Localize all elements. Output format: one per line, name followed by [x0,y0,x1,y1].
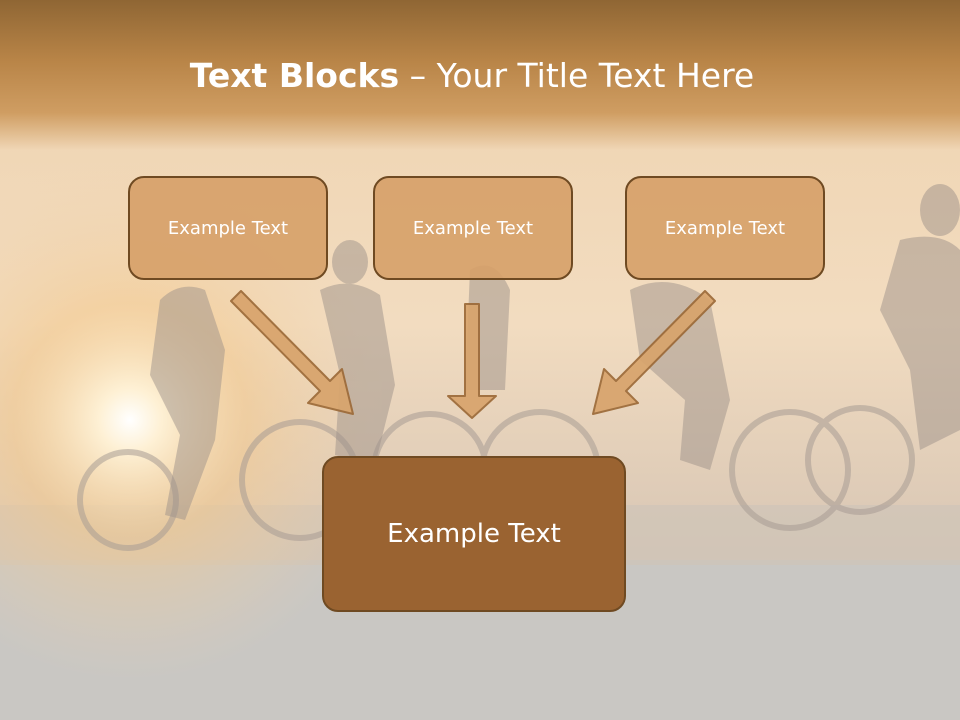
text-box-bottom-label: Example Text [387,519,561,549]
text-box-right[interactable]: Example Text [625,176,825,280]
title-band [0,0,960,150]
text-box-center-label: Example Text [412,217,534,239]
down-arrow-icon [447,303,497,419]
text-box-left[interactable]: Example Text [128,176,328,280]
slide-title-bold: Text Blocks [189,56,400,95]
text-box-bottom[interactable]: Example Text [322,456,626,612]
down-left-arrow-icon [592,290,716,415]
slide-title: Text Blocks – Your Title Text Here [0,52,944,100]
text-box-left-label: Example Text [167,217,289,239]
down-right-arrow-icon [230,290,354,415]
slide-title-rest: – Your Title Text Here [399,56,755,95]
text-box-right-label: Example Text [664,217,786,239]
text-box-center[interactable]: Example Text [373,176,573,280]
